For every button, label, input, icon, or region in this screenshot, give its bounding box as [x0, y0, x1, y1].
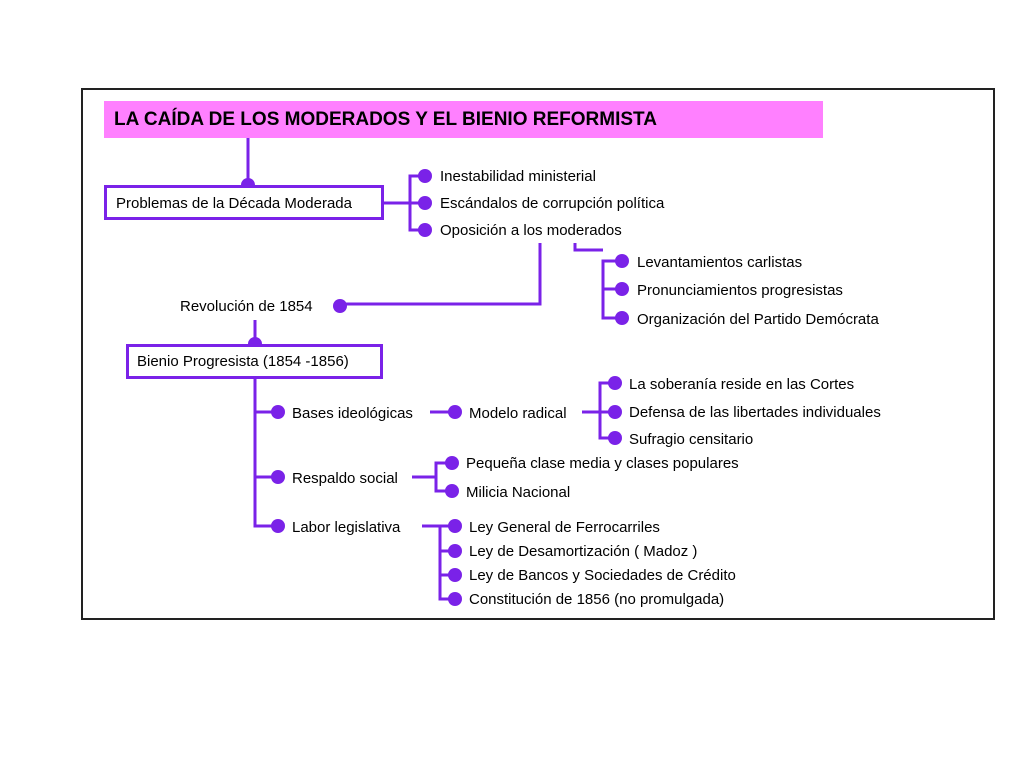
labor-item: Ley General de Ferrocarriles — [469, 519, 660, 536]
respaldo-label: Respaldo social — [292, 470, 398, 487]
bullet-dot — [448, 544, 462, 558]
bullet-dot — [615, 254, 629, 268]
bullet-dot — [448, 405, 462, 419]
bullet-dot — [448, 519, 462, 533]
problemas-item: Oposición a los moderados — [440, 222, 622, 239]
problemas-item: Inestabilidad ministerial — [440, 168, 596, 185]
problemas-label: Problemas de la Década Moderada — [116, 195, 352, 212]
labor-item: Constitución de 1856 (no promulgada) — [469, 591, 725, 608]
respaldo-item: Milicia Nacional — [466, 484, 571, 501]
oposicion-item: Levantamientos carlistas — [637, 254, 803, 271]
bullet-dot — [615, 311, 629, 325]
oposicion-item: Pronunciamientos progresistas — [637, 282, 843, 299]
bienio-trunk — [253, 378, 278, 528]
bullet-dot — [448, 592, 462, 606]
modelo-label: Modelo radical — [469, 405, 567, 422]
bullet-dot — [271, 470, 285, 484]
bullet-dot — [418, 169, 432, 183]
modelo-item: La soberanía reside en las Cortes — [629, 376, 855, 393]
node-dot — [333, 299, 347, 313]
connector-oposicion-revolucion — [340, 243, 542, 306]
revolucion-label: Revolución de 1854 — [180, 298, 313, 315]
bullet-dot — [608, 431, 622, 445]
diagram-frame — [81, 88, 995, 620]
bracket-respaldo — [434, 461, 452, 493]
bienio-label: Bienio Progresista (1854 -1856) — [137, 353, 349, 370]
bullet-dot — [608, 376, 622, 390]
diagram-title: LA CAÍDA DE LOS MODERADOS Y EL BIENIO RE… — [114, 109, 657, 130]
modelo-item: Defensa de las libertades individuales — [629, 404, 881, 421]
labor-item: Ley de Desamortización ( Madoz ) — [469, 543, 698, 560]
respaldo-item: Pequeña clase media y clases populares — [466, 455, 739, 472]
bienio-box — [126, 344, 383, 379]
bullet-dot — [418, 196, 432, 210]
bullet-dot — [271, 519, 285, 533]
bullet-dot — [448, 568, 462, 582]
connector-oposicion-sub — [573, 243, 603, 252]
bullet-dot — [271, 405, 285, 419]
modelo-item: Sufragio censitario — [629, 431, 754, 448]
labor-item: Ley de Bancos y Sociedades de Crédito — [469, 567, 736, 584]
labor-label: Labor legislativa — [292, 519, 401, 536]
title-banner — [104, 101, 823, 138]
bullet-dot — [615, 282, 629, 296]
bases-label: Bases ideológicas — [292, 405, 413, 422]
problemas-item: Escándalos de corrupción política — [440, 195, 665, 212]
bullet-dot — [608, 405, 622, 419]
bullet-dot — [445, 456, 459, 470]
problemas-box — [104, 185, 384, 220]
bullet-dot — [418, 223, 432, 237]
oposicion-item: Organización del Partido Demócrata — [637, 311, 879, 328]
bracket-labor — [438, 524, 455, 601]
bullet-dot — [445, 484, 459, 498]
